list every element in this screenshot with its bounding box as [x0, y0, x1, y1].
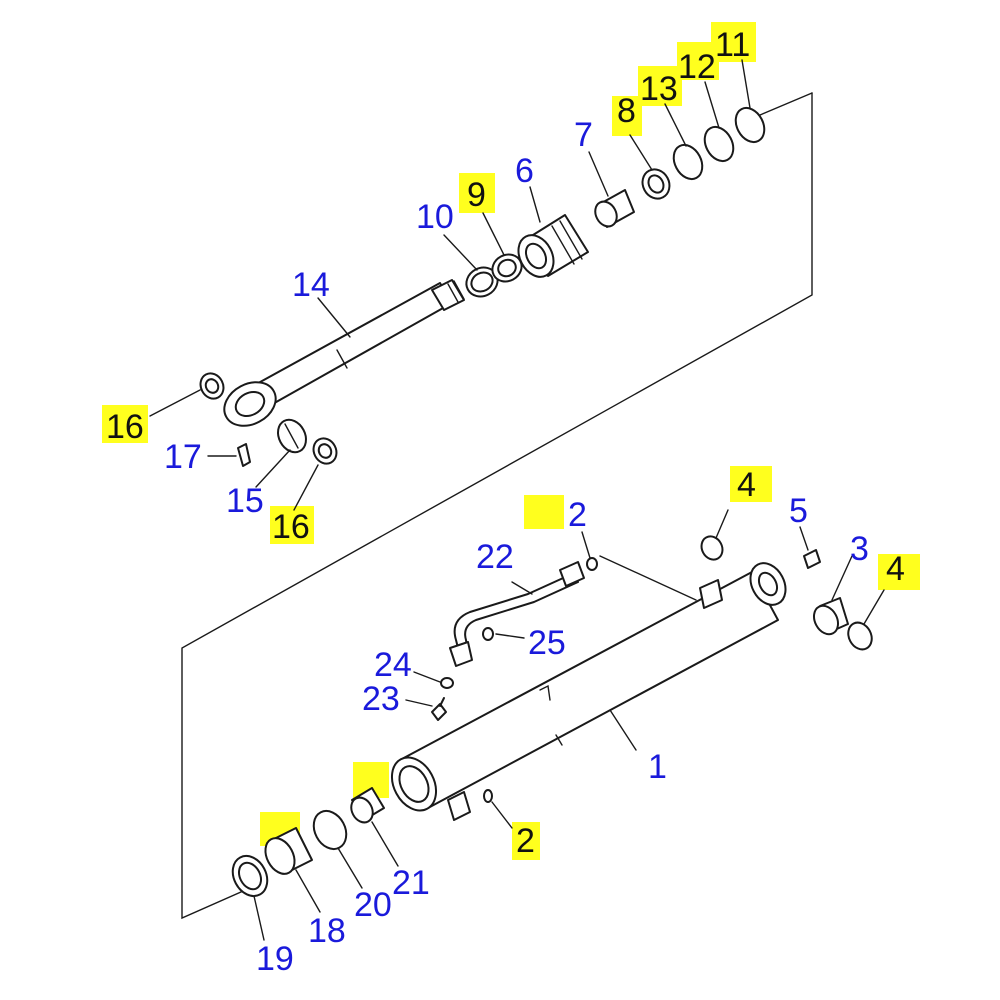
frame-outline [181, 92, 813, 920]
label-18: 18 [308, 912, 346, 950]
label-4-top: 4 [737, 466, 756, 504]
bushing-part-7 [594, 189, 635, 228]
bushing-part-15 [277, 418, 307, 454]
cylinder-tube-part-1 [390, 562, 787, 821]
part-labels: 11 12 13 8 7 6 9 10 14 16 17 15 16 2 4 5… [106, 26, 905, 978]
label-15: 15 [226, 482, 264, 520]
label-23: 23 [362, 680, 400, 718]
highlight-12 [677, 42, 719, 80]
label-17: 17 [164, 438, 202, 476]
o-ring-part-12 [703, 125, 735, 163]
bolt-part-23 [431, 703, 447, 721]
label-25: 25 [528, 624, 566, 662]
grease-fitting-part-17 [237, 443, 251, 467]
ring-part-20 [312, 809, 348, 851]
piston-part-6 [517, 214, 589, 278]
label-4-right: 4 [886, 550, 905, 588]
highlight-4-right [878, 554, 920, 590]
highlight-16-top [102, 405, 148, 443]
grease-fitting-part-5 [803, 549, 821, 569]
label-16-bottom: 16 [272, 508, 310, 546]
seal-part-4-right [847, 621, 873, 651]
o-ring-part-11 [734, 106, 766, 144]
small-parts-lower [431, 535, 873, 803]
highlight-16-bottom [270, 506, 314, 544]
label-24: 24 [374, 646, 412, 684]
o-ring-part-25 [482, 627, 494, 641]
piston-rod-part-14 [223, 279, 465, 427]
washer-part-24 [440, 677, 454, 689]
seal-part-16-top [199, 372, 225, 400]
leader-lines [149, 59, 885, 941]
label-19: 19 [256, 940, 294, 978]
nut-part-21 [350, 787, 385, 824]
label-5: 5 [789, 492, 808, 530]
highlight-4-top [730, 466, 772, 502]
o-ring-part-2-top [586, 557, 598, 571]
ring-part-19 [231, 854, 269, 898]
highlight-9 [459, 173, 495, 213]
highlight-8 [612, 96, 642, 136]
seal-part-16-bottom [312, 437, 338, 465]
seal-part-4-top [700, 535, 724, 561]
highlight-2-top [524, 495, 564, 529]
label-2-top: 2 [568, 496, 587, 534]
ring-part-8 [641, 168, 671, 200]
label-16-top: 16 [106, 408, 144, 446]
label-7: 7 [574, 116, 593, 154]
label-20: 20 [354, 886, 392, 924]
label-2-bottom: 2 [516, 822, 535, 860]
label-11: 11 [715, 26, 750, 64]
piston-part-18 [264, 827, 313, 875]
label-8: 8 [617, 92, 636, 130]
tube-part-22 [449, 561, 585, 667]
label-6: 6 [515, 152, 534, 190]
label-10: 10 [416, 198, 454, 236]
label-3: 3 [850, 530, 869, 568]
label-12: 12 [678, 48, 716, 86]
o-ring-part-2-bottom [483, 789, 493, 803]
highlight-2-bottom [512, 822, 540, 860]
label-9: 9 [467, 176, 486, 214]
o-ring-part-13 [672, 143, 704, 181]
label-14: 14 [292, 266, 330, 304]
label-22: 22 [476, 538, 514, 576]
label-1: 1 [648, 748, 667, 786]
label-21: 21 [392, 864, 430, 902]
ring-part-9 [491, 253, 523, 283]
head-parts-lower [231, 787, 385, 898]
bushing-part-3 [813, 597, 849, 636]
highlight-13 [638, 66, 682, 106]
label-13: 13 [640, 70, 678, 108]
